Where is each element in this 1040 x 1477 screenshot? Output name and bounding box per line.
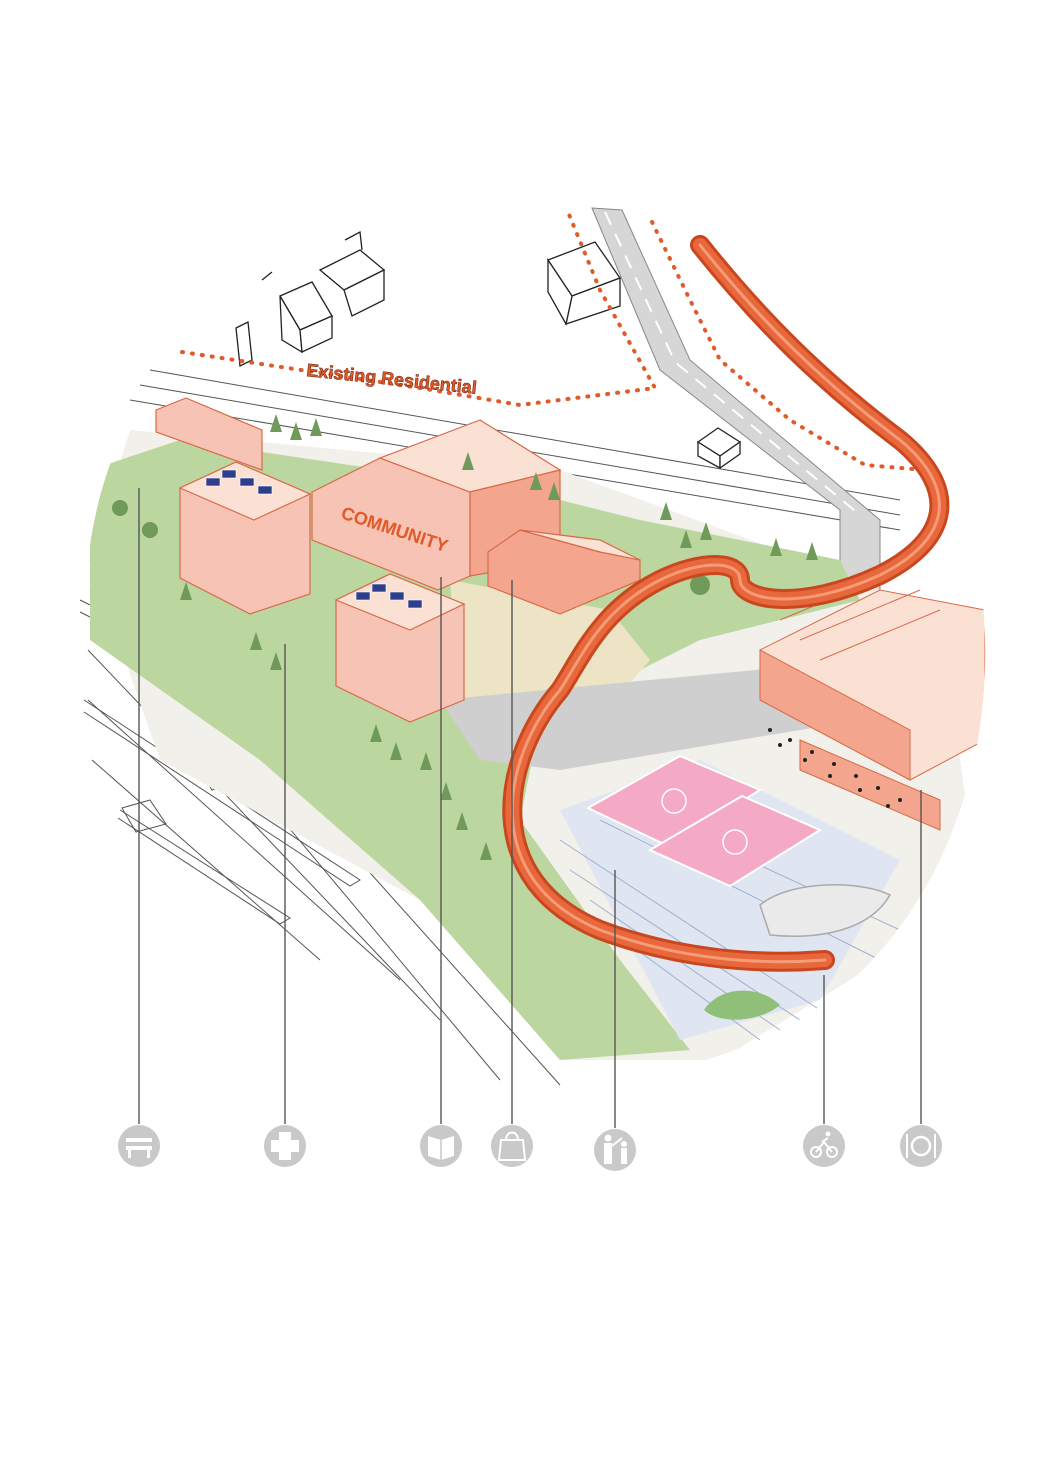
medical-cross-icon [264,1125,306,1167]
pebble-band [768,728,902,808]
legend-icon-row [118,1125,942,1171]
book-icon [420,1125,462,1167]
basketball-courts [585,754,823,888]
residential-boundary [180,210,927,472]
family-icon [594,1129,636,1171]
trees [112,414,818,860]
leader-lines [138,488,922,1128]
dining-icon [900,1125,942,1167]
existing-residential-label: Existing Residential [306,360,478,398]
cyclist-icon [803,1125,845,1167]
shopping-bag-icon [491,1125,533,1167]
context-buildings [235,230,742,470]
bench-icon [118,1125,160,1167]
community-buildings [155,397,641,723]
elevated-walkway [502,235,950,972]
